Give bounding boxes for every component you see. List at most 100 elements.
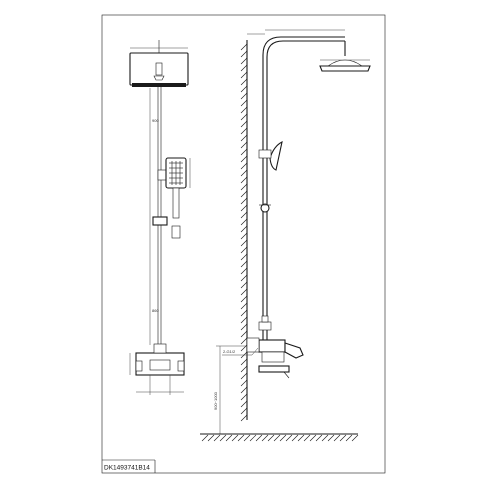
wall-hatch-stroke — [240, 141, 248, 149]
side-mixer-base — [261, 351, 285, 363]
side-diverter-cap — [261, 315, 269, 323]
floor-hatch-stroke — [291, 434, 299, 442]
floor-hatch-stroke — [285, 434, 293, 442]
floor-hatch-stroke — [201, 434, 209, 442]
floor-hatch-stroke — [219, 434, 227, 442]
wall-hatch-stroke — [240, 64, 248, 72]
wall-hatch-stroke — [240, 183, 248, 191]
wall-hatch-stroke — [240, 309, 248, 317]
floor-hatch-stroke — [309, 434, 317, 442]
floor-hatch-stroke — [249, 434, 257, 442]
front-holder-bracket — [157, 169, 167, 181]
wall-hatch-stroke — [240, 414, 248, 422]
height-label: 900~1000 — [213, 391, 218, 410]
floor-hatch-stroke — [243, 434, 251, 442]
wall-hatch-stroke — [240, 190, 248, 198]
wall-hatch-stroke — [240, 211, 248, 219]
front-riser-dim-upper: 900 — [152, 118, 159, 123]
wall-hatch-stroke — [240, 120, 248, 128]
side-shower-head — [319, 65, 371, 72]
wall-hatch-stroke — [240, 393, 248, 401]
front-head-swivel — [153, 75, 165, 81]
side-spout — [258, 365, 290, 373]
side-wall-fitting — [246, 337, 260, 353]
wall-hatch-stroke — [240, 281, 248, 289]
wall-hatch-stroke — [240, 162, 248, 170]
wall-hatch-stroke — [240, 106, 248, 114]
wall-hatch-stroke — [240, 225, 248, 233]
floor-hatch-stroke — [213, 434, 221, 442]
wall-hatch-stroke — [240, 239, 248, 247]
front-mixer-handle — [153, 343, 167, 354]
front-view: 900 860 — [129, 40, 191, 395]
front-hand-shower-grid — [169, 161, 183, 185]
wall-hatch-stroke — [240, 274, 248, 282]
wall-hatch-stroke — [240, 302, 248, 310]
wall-hatch-stroke — [240, 176, 248, 184]
wall-hatch-stroke — [240, 57, 248, 65]
side-diverter — [258, 321, 272, 331]
floor-hatch-stroke — [255, 434, 263, 442]
wall-hatch-stroke — [240, 372, 248, 380]
floor-hatch-stroke — [261, 434, 269, 442]
floor-hatch-stroke — [333, 434, 341, 442]
side-holder — [258, 149, 272, 159]
floor-hatch-stroke — [327, 434, 335, 442]
wall-hatch-stroke — [240, 99, 248, 107]
side-mixer-body — [258, 339, 286, 353]
wall-hatch-stroke — [240, 218, 248, 226]
sheet-border — [101, 14, 386, 474]
front-mixer-knob-right — [177, 360, 185, 372]
front-nozzle-plate — [132, 83, 186, 87]
wall-hatch-stroke — [240, 85, 248, 93]
side-view: 2-G1/2 900~1000 — [200, 29, 371, 442]
wall-hatch-stroke — [240, 323, 248, 331]
floor-hatch-stroke — [321, 434, 329, 442]
floor-hatch-stroke — [207, 434, 215, 442]
side-slide-bracket — [260, 203, 270, 213]
floor-hatching — [201, 434, 359, 442]
wall-hatch-stroke — [240, 71, 248, 79]
front-hand-handle — [172, 187, 180, 219]
wall-hatch-stroke — [240, 43, 248, 51]
wall-hatch-stroke — [240, 267, 248, 275]
thread-leader-d — [251, 347, 259, 356]
wall-hatch-stroke — [240, 148, 248, 156]
side-hand-shower — [269, 140, 283, 171]
wall-hatch-stroke — [240, 134, 248, 142]
wall-hatch-stroke — [240, 50, 248, 58]
wall-hatch-stroke — [240, 232, 248, 240]
wall-hatch-stroke — [240, 197, 248, 205]
wall-hatch-stroke — [240, 113, 248, 121]
wall-hatch-stroke — [240, 169, 248, 177]
wall-hatch-stroke — [240, 330, 248, 338]
wall-hatch-stroke — [240, 155, 248, 163]
wall-hatching — [240, 43, 248, 422]
floor-hatch-stroke — [339, 434, 347, 442]
side-head-dome — [327, 59, 363, 67]
wall-hatch-stroke — [240, 407, 248, 415]
floor-hatch-stroke — [279, 434, 287, 442]
wall-hatch-stroke — [240, 365, 248, 373]
front-mixer-knob-left — [135, 360, 143, 372]
floor-hatch-stroke — [351, 434, 359, 442]
floor-hatch-stroke — [303, 434, 311, 442]
thread-label: 2-G1/2 — [223, 349, 236, 354]
wall-hatch-stroke — [240, 386, 248, 394]
floor-hatch-stroke — [345, 434, 353, 442]
floor-hatch-stroke — [267, 434, 275, 442]
wall-hatch-stroke — [240, 379, 248, 387]
floor-hatch-stroke — [225, 434, 233, 442]
wall-hatch-stroke — [240, 260, 248, 268]
wall-hatch-stroke — [240, 127, 248, 135]
side-arm-outer — [262, 36, 345, 345]
front-head-connector — [155, 62, 163, 76]
wall-hatch-stroke — [240, 288, 248, 296]
floor-hatch-stroke — [297, 434, 305, 442]
floor-hatch-stroke — [315, 434, 323, 442]
wall-hatch-stroke — [240, 204, 248, 212]
wall-hatch-stroke — [240, 358, 248, 366]
wall-hatch-stroke — [240, 246, 248, 254]
wall-hatch-stroke — [240, 78, 248, 86]
